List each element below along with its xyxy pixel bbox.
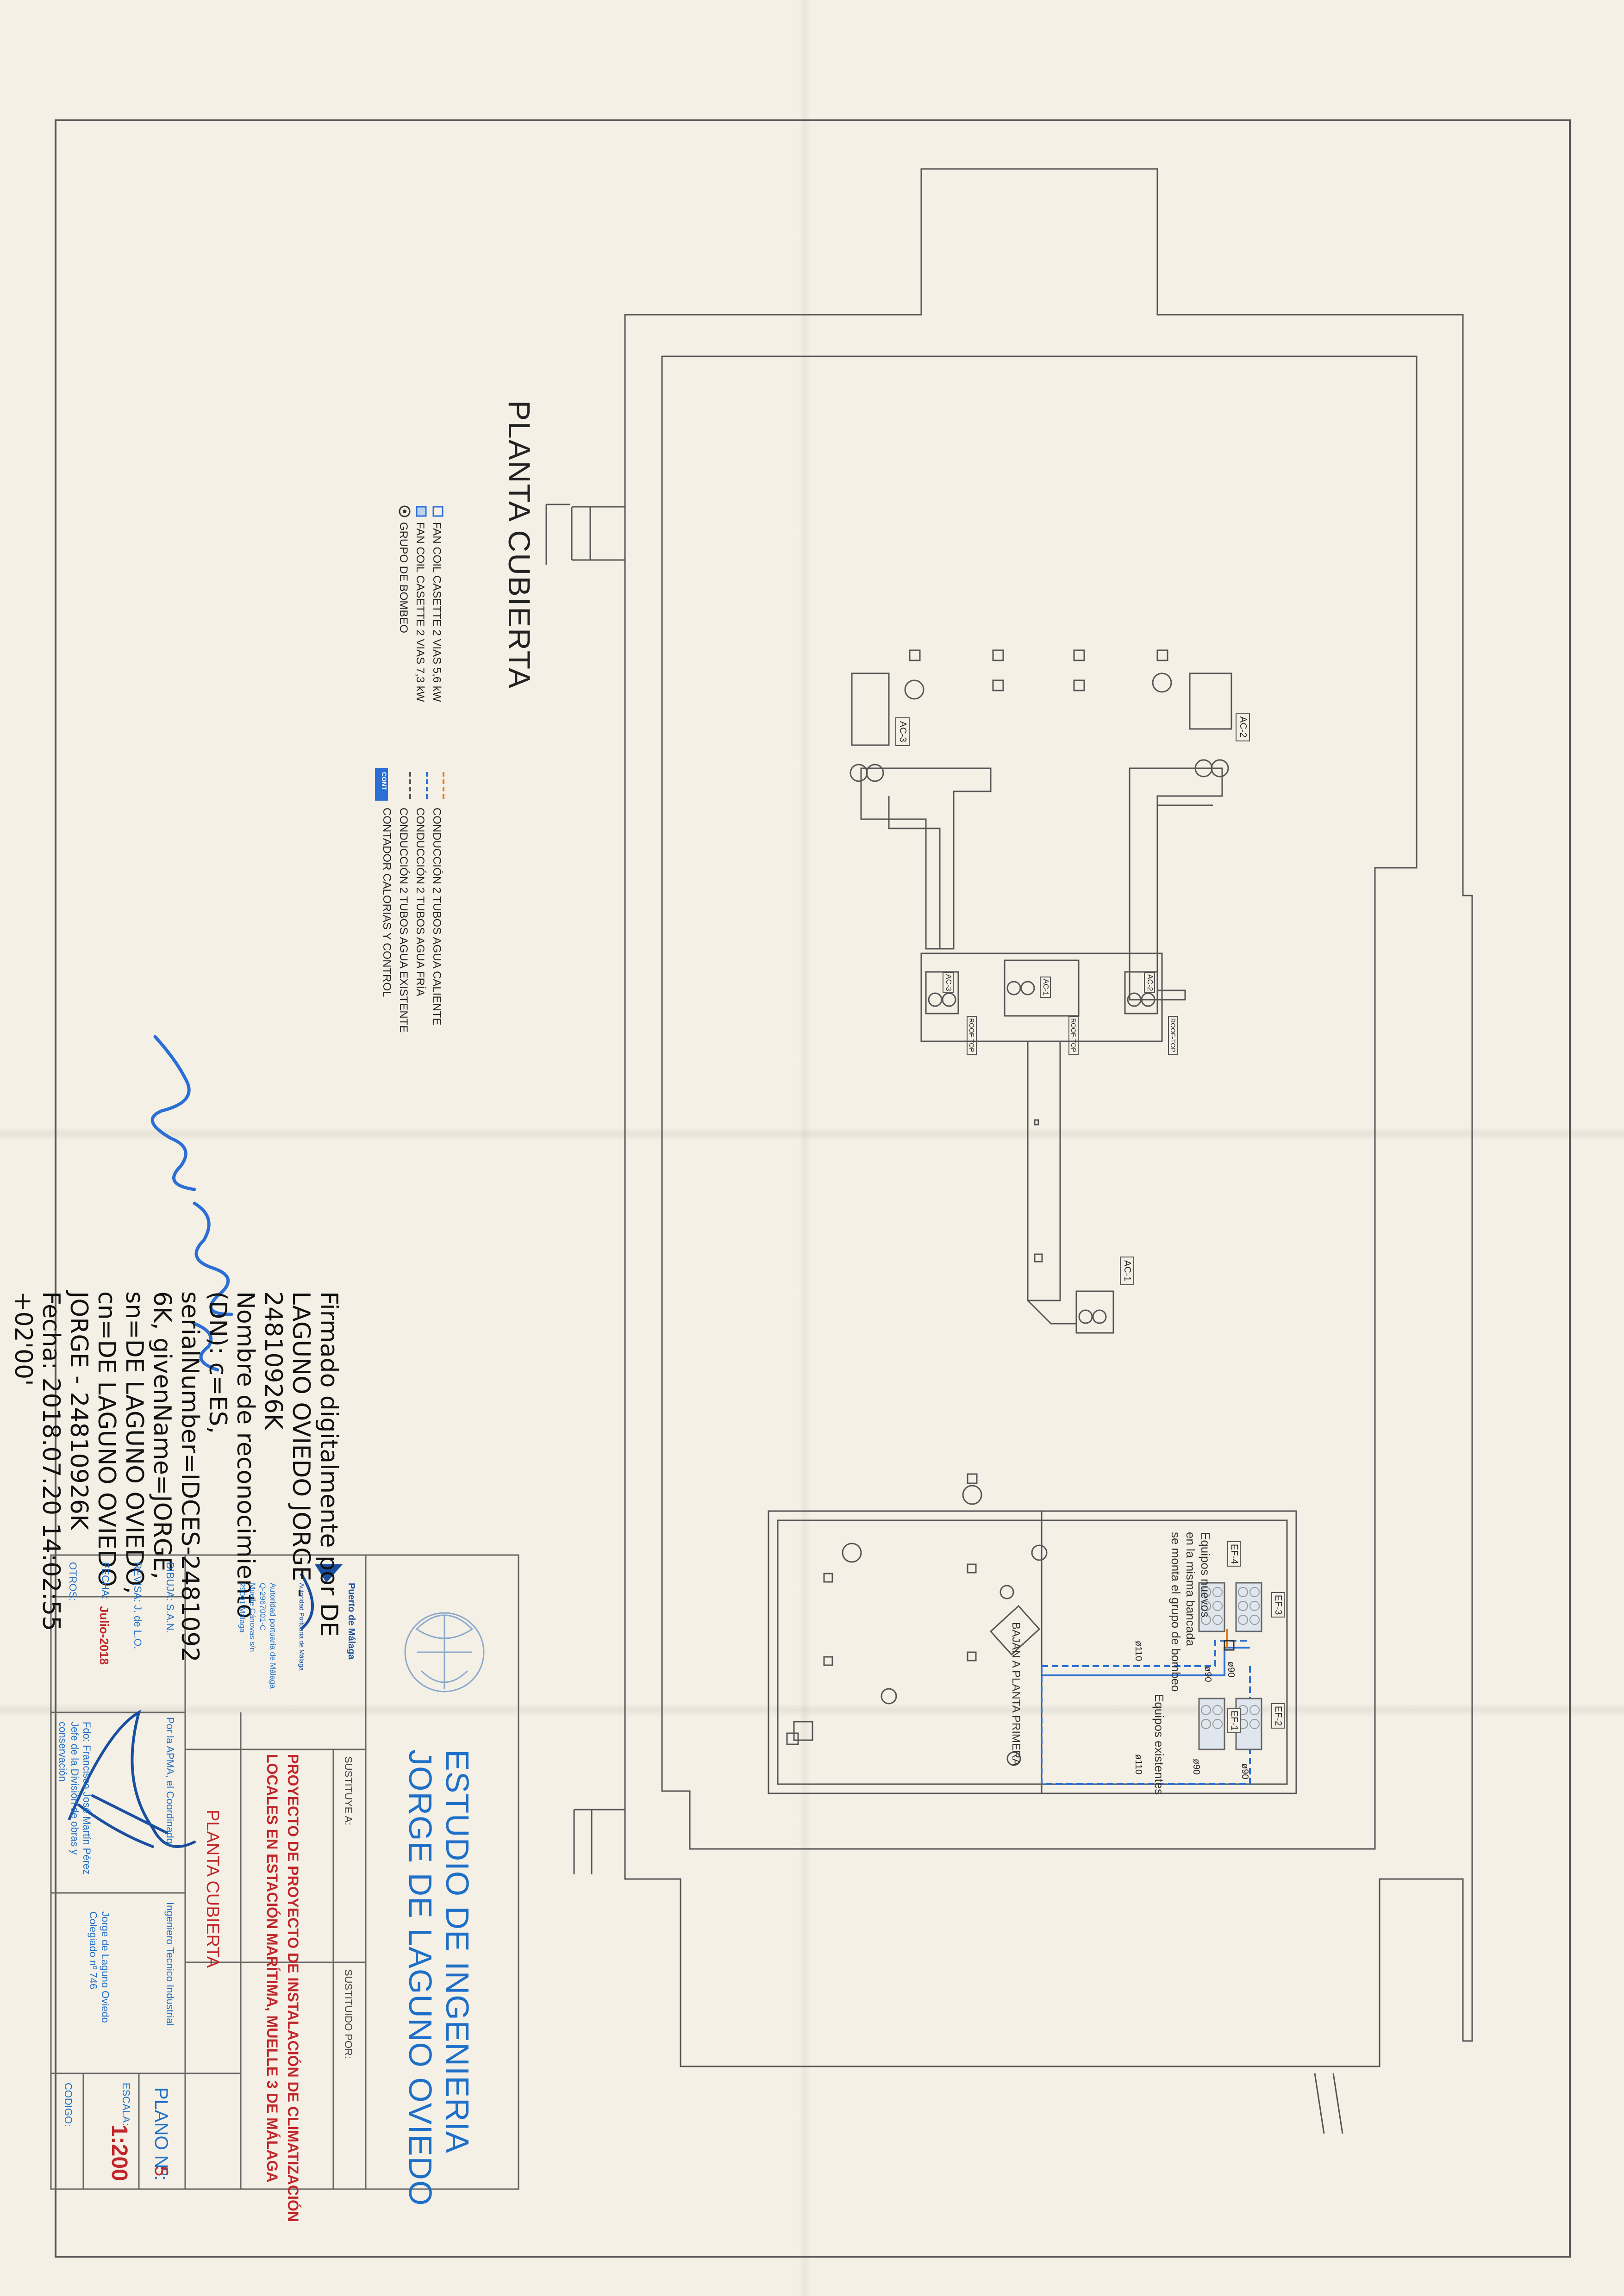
fan-coil-symbol — [992, 649, 1004, 661]
otros-label: OTROS: — [67, 1562, 79, 1601]
legend-fancoil-73: FAN COIL CASETTE 2 VIAS 7,3 kW — [414, 522, 426, 702]
fecha-label: FECHA: — [100, 1562, 111, 1599]
fan-coil-symbol — [909, 649, 921, 661]
label-ef1: EF-1 — [1227, 1708, 1241, 1734]
dibuja-field: DIBUJA: S.A.N. — [164, 1562, 176, 1634]
revisa-field: REVISA: J. de L.O. — [132, 1562, 144, 1649]
client-name: Puerto de Málaga — [346, 1583, 356, 1660]
central-plenum — [920, 952, 1163, 1042]
building-outline-outer — [624, 168, 1473, 2067]
label-rooftop-2: ROOF-TOP — [1068, 1016, 1079, 1055]
titleblock-signature — [68, 1709, 196, 1848]
note-existing-equipment: Equipos existentes — [1152, 1694, 1166, 1795]
drawing-title: PLANTA CUBIERTA — [502, 400, 537, 690]
puerto-logo — [300, 1564, 343, 1630]
label-ac-central-2: AC-2 — [1144, 972, 1155, 994]
drawing-frame — [55, 119, 1571, 2258]
escala-value: 1:200 — [107, 2124, 131, 2181]
diameter-90-d: ø90 — [1191, 1759, 1201, 1775]
sheet-title: PLANTA CUBIERTA — [203, 1810, 222, 1968]
fan-coil-symbol — [992, 679, 1004, 691]
label-rooftop-3: ROOF-TOP — [1168, 1016, 1178, 1055]
project-title-line1: PROYECTO DE PROYECTO DE INSTALACIÓN DE C… — [285, 1754, 301, 2222]
lower-room — [768, 1510, 1297, 1794]
label-ef3: EF-3 — [1271, 1592, 1285, 1618]
handwritten-signature — [150, 1035, 233, 1372]
fan-coil-symbol — [1073, 679, 1085, 691]
engineer-title: Ingeniero Tecnico Industrial — [164, 1902, 176, 2026]
legend-meter: CONTADOR CALORIAS Y CONTROL — [381, 808, 393, 997]
apma-coordinator: Por la APMA, el Coordinador — [164, 1717, 176, 1848]
fecha-value: Julio-2018 — [97, 1606, 111, 1665]
apma-signatory: Fdo: Francisco José Martín Pérez Jefe de… — [57, 1722, 93, 1875]
legend-pump-group: GRUPO DE BOMBEO — [397, 522, 410, 634]
label-ac2: AC-2 — [1236, 713, 1250, 741]
legend-fancoil-56: FAN COIL CASETTE 2 VIAS 5,6 kW — [431, 522, 443, 702]
client-address: Autoridad portuaria de Málaga Q-2967001-… — [238, 1583, 277, 1689]
legend-existing-water: CONDUCCIÓN 2 TUBOS AGUA EXISTENTE — [397, 808, 410, 1033]
pump-symbol — [904, 679, 924, 700]
sustituido-label: SUSTITUIDO POR: — [343, 1969, 354, 2059]
project-title-line2: LOCALES EN ESTACIÓN MARÍTIMA, MUELLE 3 D… — [264, 1754, 281, 2183]
wall-stub — [1314, 2073, 1325, 2134]
label-rooftop-1: ROOF-TOP — [967, 1016, 977, 1055]
duct-ac2 — [1129, 767, 1223, 1001]
fan-coil-symbol — [1156, 649, 1168, 661]
engineer-name: Jorge de Laguno Oviedo Colegiado nº 746 — [87, 1911, 111, 2023]
ac2-outdoor — [1189, 672, 1232, 730]
crest-logo — [404, 1612, 485, 1692]
digital-signature-text: Firmado digitalmente por DE LAGUNO OVIED… — [9, 1291, 343, 1662]
legend-cold-water: CONDUCCIÓN 2 TUBOS AGUA FRÍA — [414, 808, 426, 996]
plano-number: 5 — [151, 2166, 171, 2177]
label-ef4: EF-4 — [1227, 1541, 1241, 1567]
diameter-110-a: ø110 — [1133, 1641, 1143, 1661]
studio-name-line1: ESTUDIO DE INGENIERIA — [439, 1749, 475, 2153]
diameter-90-b: ø90 — [1203, 1666, 1213, 1682]
diameter-110-b: ø110 — [1133, 1754, 1143, 1775]
paper-fold-horizontal-lower — [0, 1703, 1624, 1717]
ef3-unit — [1235, 1582, 1262, 1632]
note-down-to-first-floor: BAJAN A PLANTA PRIMERA — [1010, 1622, 1022, 1766]
duct-ac1 — [1027, 1041, 1061, 1301]
label-ac-central-3: AC-3 — [943, 972, 954, 994]
client-subtitle: Autoridad Portuaria de Málaga — [298, 1583, 306, 1671]
wall-stub — [1332, 2073, 1343, 2134]
legend-meter-badge: CONT — [381, 772, 388, 790]
paper-fold-horizontal — [0, 1127, 1624, 1141]
pump-symbol — [1152, 672, 1172, 693]
titleblock-frame — [50, 1554, 519, 2190]
ef1-unit — [1198, 1698, 1225, 1750]
codigo-label: CODIGO: — [62, 2083, 74, 2127]
label-ac1: AC-1 — [1120, 1257, 1134, 1285]
paper-fold-vertical — [799, 0, 811, 2296]
label-ac-central-1: AC-1 — [1040, 977, 1051, 998]
sustituye-label: SUSTITUYE A: — [343, 1756, 354, 1826]
escala-label: ESCALA: — [120, 2083, 132, 2126]
diameter-90-a: ø90 — [1226, 1661, 1236, 1678]
legend-hot-water: CONDUCCIÓN 2 TUBOS AGUA CALIENTE — [431, 808, 443, 1026]
label-ac3: AC-3 — [895, 717, 910, 746]
duct-ac3 — [860, 767, 992, 950]
diameter-90-c: ø90 — [1240, 1763, 1250, 1780]
fan-coil-symbol — [1073, 649, 1085, 661]
label-ef2: EF-2 — [1271, 1703, 1285, 1729]
ac3-outdoor — [851, 672, 890, 746]
studio-name-line2: JORGE DE LAGUNO OVIEDO — [402, 1749, 438, 2206]
building-outline-inner — [661, 355, 1418, 1850]
